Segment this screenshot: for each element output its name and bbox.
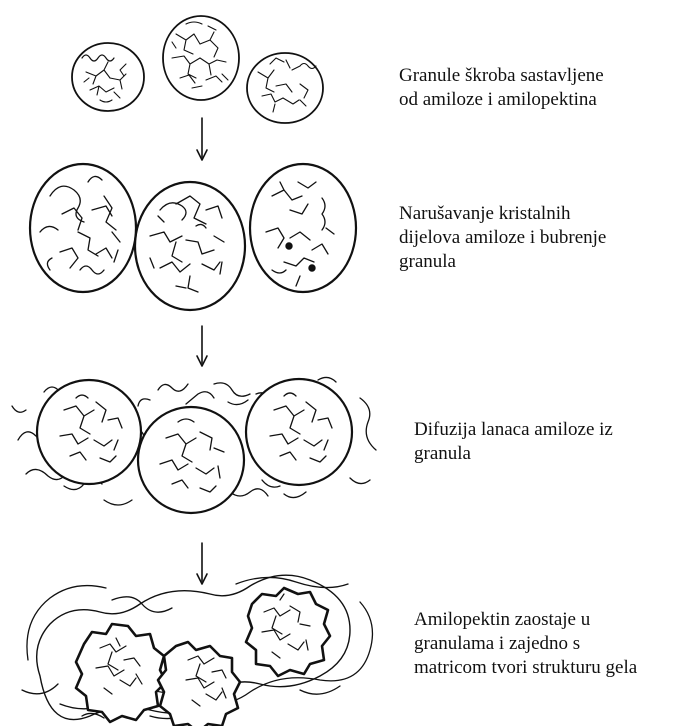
caption-line: matricom tvori strukturu gela: [414, 656, 637, 680]
caption-stage-2: Narušavanje kristalnih dijelova amiloze …: [399, 202, 606, 274]
stage-2-swollen-granules: [30, 164, 356, 310]
caption-line: granulama i zajedno s: [414, 632, 637, 656]
stage-3-diffusion: [12, 377, 376, 513]
caption-stage-1: Granule škroba sastavljene od amiloze i …: [399, 64, 604, 112]
granule-small-right: [247, 53, 323, 123]
caption-line: dijelova amiloze i bubrenje: [399, 226, 606, 250]
caption-line: granula: [399, 250, 606, 274]
granule-small-left: [72, 43, 144, 111]
caption-line: Amilopektin zaostaje u: [414, 608, 637, 632]
granule-diffusing-middle: [138, 407, 244, 513]
caption-stage-3: Difuzija lanaca amiloze iz granula: [414, 418, 613, 466]
caption-line: Narušavanje kristalnih: [399, 202, 606, 226]
caption-stage-4: Amilopektin zaostaje u granulama i zajed…: [414, 608, 637, 680]
gel-granule-right: [246, 588, 330, 676]
gel-granule-middle: [158, 642, 240, 726]
granule-swollen-right: [250, 164, 356, 292]
gel-granule-left: [76, 624, 166, 722]
stage-4-gel: [22, 575, 372, 726]
caption-line: Granule škroba sastavljene: [399, 64, 604, 88]
caption-line: od amiloze i amilopektina: [399, 88, 604, 112]
caption-line: Difuzija lanaca amiloze iz: [414, 418, 613, 442]
granule-diffusing-right: [246, 379, 352, 485]
granule-swollen-left: [30, 164, 136, 292]
caption-line: granula: [414, 442, 613, 466]
granule-small-middle: [163, 16, 239, 100]
granule-swollen-middle: [135, 182, 245, 310]
stage-1-granules: [72, 16, 323, 123]
granule-diffusing-left: [37, 380, 141, 484]
